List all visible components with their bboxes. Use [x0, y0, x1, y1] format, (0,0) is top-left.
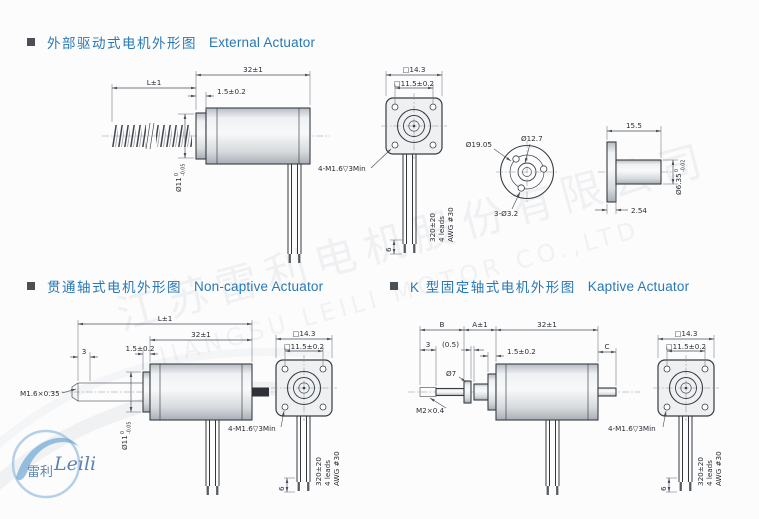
svg-text:Ø6.35: Ø6.35 [674, 173, 683, 195]
leili-logo: 雷利 Leili [11, 429, 96, 499]
dim-pilot-length: 1.5±0.2 [126, 344, 155, 353]
note-mount-holes: 4-M1.6▽3Min [608, 424, 656, 433]
nut-side-view: 15.5 2.54 Ø6.35 0 -0.02 [595, 121, 687, 215]
note-screw-thread: M1.6×0.35 [20, 389, 60, 398]
dim-flange-square: □14.3 [403, 65, 426, 74]
kaptive-drawing: B A±1 32±1 3 (0.5) 1.5±0.2 C Ø7 M2×0.4 □… [408, 320, 723, 496]
external-actuator-drawing: L±1 32±1 1.5±0.2 Ø11 0 -0.05 □14.3 □11.5… [102, 65, 687, 264]
section-title-en: Kaptive Actuator [587, 278, 690, 294]
header-noncaptive: 贯通轴式电机外形图 Non-captive Actuator [27, 276, 323, 296]
dim-body-length: 32±1 [191, 330, 211, 339]
dim-bolt-square: □11.5±0.2 [666, 342, 706, 351]
header-kaptive: K 型固定轴式电机外形图 Kaptive Actuator [390, 276, 689, 296]
svg-text:4 leads: 4 leads [437, 216, 446, 242]
svg-text:320±20: 320±20 [314, 457, 323, 486]
note-mount-holes: 4-M1.6▽3Min [228, 424, 276, 433]
flange-leads [678, 415, 693, 492]
motor-body [205, 107, 311, 165]
pilot-boss [487, 373, 497, 411]
noncaptive-drawing: M1.6×0.35 3 L±1 32±1 1.5±0.2 Ø11 0 -0.05 [20, 314, 341, 496]
rear-shaft [597, 387, 617, 397]
svg-text:Ø11: Ø11 [120, 435, 129, 450]
dim-stop-diameter: Ø7 [446, 369, 456, 378]
dim-b: B [440, 320, 445, 329]
dim-nut-pilot: Ø12.7 [521, 134, 543, 143]
svg-text:AWG #30: AWG #30 [446, 207, 455, 242]
header-external: 外部驱动式电机外形图 External Actuator [27, 32, 315, 52]
svg-text:0: 0 [674, 169, 680, 172]
motor-body [495, 363, 599, 421]
dim-lead-exit: 6 [659, 486, 668, 491]
motor-body [149, 363, 253, 421]
section-bullet-icon [27, 282, 35, 290]
section-title-en: External Actuator [209, 34, 316, 50]
logo-script-text: Leili [53, 453, 96, 475]
dim-gap: (0.5) [442, 340, 459, 349]
logo-cn-text: 雷利 [27, 465, 53, 480]
dim-c: C [604, 342, 609, 351]
lead-screw [112, 122, 192, 150]
dim-pilot-length: 1.5±0.2 [217, 87, 246, 96]
dim-screw-length: L±1 [147, 78, 162, 87]
svg-text:AWG #30: AWG #30 [332, 451, 341, 486]
dim-body-length: 32±1 [537, 320, 557, 329]
section-title-cn: 贯通轴式电机外形图 [47, 280, 182, 295]
dim-tip-length: 3 [82, 347, 87, 356]
dim-flange-square: □14.3 [293, 329, 316, 338]
dim-nut-hub-diameter: Ø6.35 0 -0.02 [674, 160, 687, 195]
motor-leads [545, 419, 560, 496]
lead-spec-note: 320±20 4 leads AWG #30 [314, 451, 341, 486]
svg-text:320±20: 320±20 [696, 457, 705, 486]
dim-nut-holes: 3-Ø3.2 [494, 209, 518, 218]
section-title-cn: K 型固定轴式电机外形图 [410, 280, 576, 295]
section-bullet-icon [390, 282, 398, 290]
flange-front-view [270, 354, 338, 422]
section-title-cn: 外部驱动式电机外形图 [47, 36, 197, 51]
svg-text:0: 0 [174, 173, 180, 176]
svg-text:4 leads: 4 leads [323, 460, 332, 486]
dim-flange-square: □14.3 [675, 329, 698, 338]
dim-nut-bcd: Ø19.05 [466, 140, 492, 149]
flange-leads [296, 415, 311, 492]
bushing [473, 383, 489, 401]
svg-text:320±20: 320±20 [428, 213, 437, 242]
dim-body-length: 32±1 [243, 65, 263, 74]
section-bullet-icon [27, 38, 35, 46]
svg-text:0: 0 [120, 431, 126, 434]
dim-tip-length: 3 [426, 340, 431, 349]
lead-spec-note: 320±20 4 leads AWG #30 [696, 451, 723, 486]
dim-a: A±1 [472, 320, 488, 329]
motor-leads [205, 419, 220, 496]
svg-text:-0.05: -0.05 [127, 422, 133, 434]
dim-screw-diameter: Ø11 0 -0.05 [120, 422, 133, 450]
dim-bolt-square: □11.5±0.2 [284, 342, 324, 351]
dim-nut-flange-thickness: 2.54 [631, 206, 647, 215]
dim-lead-exit: 6 [384, 247, 393, 252]
section-title-en: Non-captive Actuator [194, 278, 324, 294]
svg-text:AWG #30: AWG #30 [714, 451, 723, 486]
note-mount-holes: 4-M1.6▽3Min [318, 164, 366, 173]
screw-rear-stub [252, 387, 269, 397]
pilot-boss [142, 371, 151, 413]
stop-washer [463, 380, 472, 404]
svg-text:-0.05: -0.05 [181, 164, 187, 176]
dim-pilot-length: 1.5±0.2 [507, 347, 536, 356]
pilot-boss [195, 112, 207, 160]
dim-bolt-square: □11.5±0.2 [394, 79, 434, 88]
svg-text:4 leads: 4 leads [705, 460, 714, 486]
note-shaft-thread: M2×0.4 [416, 406, 445, 415]
lead-spec-note: 320±20 4 leads AWG #30 [428, 207, 455, 242]
dim-nut-length: 15.5 [626, 121, 642, 130]
dim-screw-length: L±1 [158, 314, 173, 323]
front-shaft [435, 387, 465, 397]
dim-screw-diameter: Ø11 0 -0.05 [174, 164, 187, 192]
svg-text:Ø11: Ø11 [174, 177, 183, 192]
svg-text:-0.02: -0.02 [681, 160, 687, 172]
dim-lead-exit: 6 [277, 486, 286, 491]
flange-front-view [652, 354, 720, 422]
nut-face-view: Ø19.05 Ø12.7 3-Ø3.2 [466, 134, 558, 218]
